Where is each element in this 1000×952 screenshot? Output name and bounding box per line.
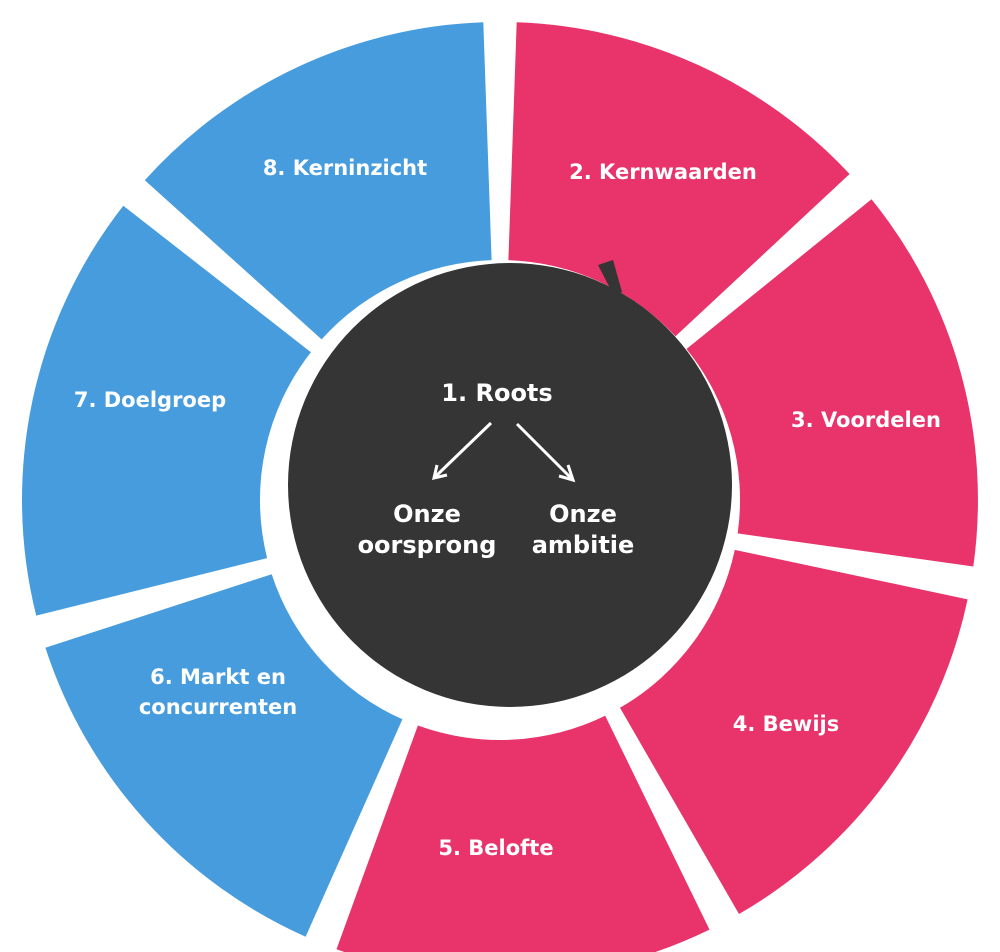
segment-markt (45, 574, 403, 937)
segment-voordelen (686, 199, 978, 567)
center-left-line-1: Onze (393, 500, 461, 528)
segment-labels: 2. Kernwaarden 3. Voordelen 4. Bewijs 5. Be… (74, 156, 941, 860)
segment-label-doelgroep: 7. Doelgroep (74, 388, 226, 412)
segment-label-markt-line-1: 6. Markt en (150, 665, 286, 689)
segment-label-markt-line-2: concurrenten (139, 695, 297, 719)
center-title: 1. Roots (441, 379, 552, 407)
center-circle (288, 263, 732, 707)
center-right-line-2: ambitie (532, 531, 635, 559)
center-right-line-1: Onze (549, 500, 617, 528)
center-notch (598, 260, 622, 296)
left-arrow (431, 421, 493, 481)
center-left-line-2: oorsprong (358, 531, 497, 559)
right-arrow (515, 422, 576, 483)
segment-label-belofte: 5. Belofte (438, 836, 553, 860)
segment-belofte (336, 715, 710, 952)
segment-kernwaarden (508, 22, 850, 337)
segment-kerninzicht (144, 22, 492, 340)
segment-bewijs (620, 549, 968, 914)
segment-doelgroep (21, 205, 311, 616)
segment-label-bewijs: 4. Bewijs (733, 712, 839, 736)
segment-label-voordelen: 3. Voordelen (791, 408, 941, 432)
center-circle-group: 1. Roots Onze oorsprong Onze ambitie (288, 260, 732, 707)
segment-ring (21, 22, 978, 952)
segment-label-kernwaarden: 2. Kernwaarden (569, 160, 757, 184)
segment-label-kerninzicht: 8. Kerninzicht (263, 156, 427, 180)
